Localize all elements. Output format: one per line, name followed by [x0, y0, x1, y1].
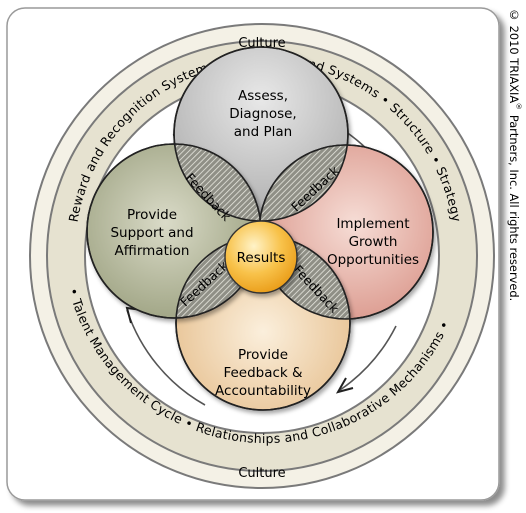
arrow-bottom-right	[339, 325, 397, 391]
circle-labels: Assess, Diagnose, and Plan Implement Gro…	[110, 88, 419, 399]
right-circle-line-1: Implement	[336, 216, 409, 232]
top-circle-line-3: and Plan	[234, 124, 292, 140]
culture-label-bottom: Culture	[238, 466, 285, 481]
arrowhead-bottom-right	[335, 377, 354, 394]
bottom-circle-line-3: Accountability	[215, 383, 311, 399]
left-circle-line-1: Provide	[127, 207, 177, 223]
right-circle-line-2: Growth	[349, 234, 398, 250]
top-circle-line-2: Diagnose,	[229, 106, 296, 122]
left-circle-line-2: Support and	[110, 225, 193, 241]
copyright-text: © 2010 TRIAXIA	[507, 8, 522, 104]
lens-top-right	[259, 145, 348, 221]
lens-left-top	[174, 144, 261, 221]
results-label: Results	[237, 250, 286, 266]
copyright-rest: Partners, Inc. All rights reserved.	[507, 111, 522, 302]
results-circle	[224, 220, 298, 294]
bottom-circle-line-2: Feedback &	[223, 365, 303, 381]
lens-bottom-left	[176, 236, 261, 318]
arrow-bottom-left	[126, 309, 206, 406]
copyright-notice: © 2010 TRIAXIA® Partners, Inc. All right…	[505, 8, 523, 308]
left-circle-line-3: Affirmation	[115, 243, 190, 259]
top-circle-line-1: Assess,	[238, 88, 288, 104]
right-circle-line-3: Opportunities	[327, 252, 419, 268]
lens-right-bottom	[259, 236, 350, 319]
registered-mark: ®	[515, 103, 523, 112]
bottom-circle-line-1: Provide	[238, 347, 288, 363]
